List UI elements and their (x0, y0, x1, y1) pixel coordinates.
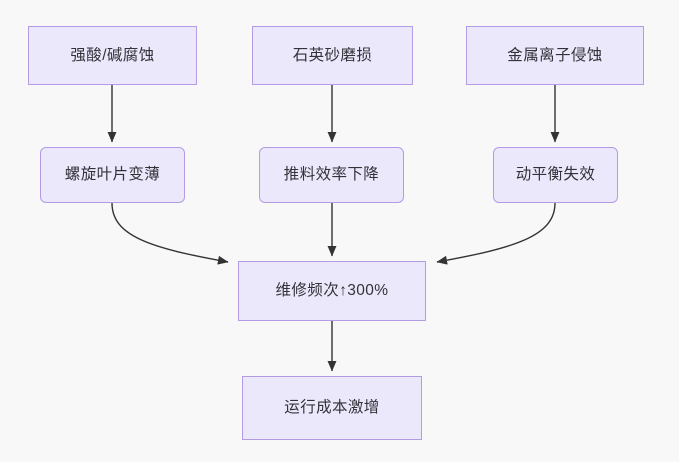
edge-balance-to-maintenance (436, 202, 556, 265)
node-cause-acid-alkali-corrosion[interactable]: 强酸/碱腐蚀 (28, 26, 197, 85)
node-label: 螺旋叶片变薄 (64, 166, 161, 184)
node-result-operating-cost-surge[interactable]: 运行成本激增 (242, 376, 422, 440)
node-result-maintenance-frequency[interactable]: 维修频次↑300% (238, 261, 426, 321)
node-label: 推料效率下降 (283, 166, 380, 184)
node-effect-feed-efficiency-drop[interactable]: 推料效率下降 (259, 147, 404, 203)
edge-blade-to-maintenance (111, 202, 229, 265)
node-label: 维修频次↑300% (275, 282, 389, 300)
node-label: 金属离子侵蚀 (507, 46, 603, 64)
node-label: 石英砂磨损 (292, 46, 373, 64)
node-effect-dynamic-balance-failure[interactable]: 动平衡失效 (493, 147, 618, 203)
node-cause-metal-ion-erosion[interactable]: 金属离子侵蚀 (466, 26, 644, 85)
node-label: 动平衡失效 (515, 166, 596, 184)
node-cause-quartz-sand-abrasion[interactable]: 石英砂磨损 (252, 26, 413, 85)
node-label: 强酸/碱腐蚀 (70, 46, 155, 64)
node-effect-screw-blade-thinning[interactable]: 螺旋叶片变薄 (40, 147, 185, 203)
node-label: 运行成本激增 (284, 399, 380, 417)
